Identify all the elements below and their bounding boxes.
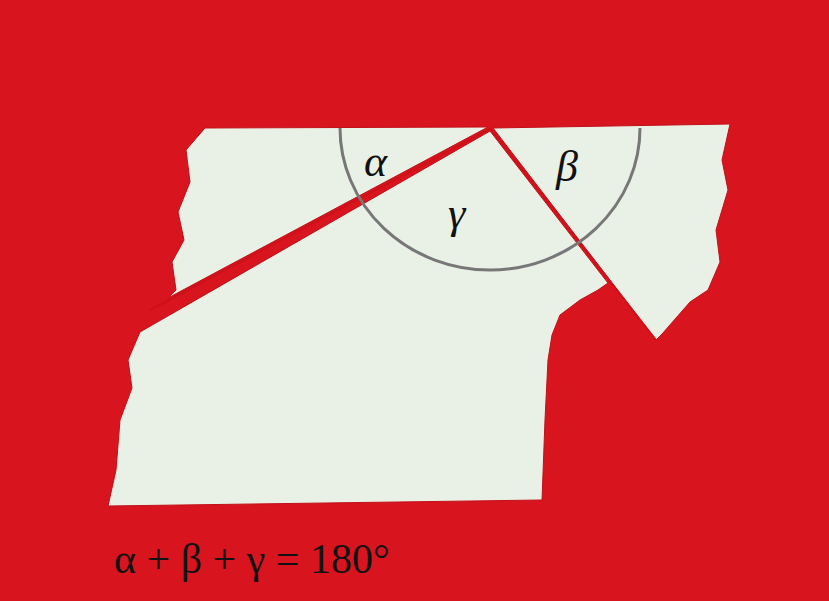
angle-arc bbox=[340, 128, 640, 270]
paper-piece bbox=[493, 124, 730, 340]
equation-caption: α + β + γ = 180° bbox=[114, 538, 390, 580]
angle-label: α bbox=[364, 140, 387, 184]
cut-line bbox=[491, 129, 656, 340]
paper-piece bbox=[108, 131, 608, 506]
cut-line bbox=[150, 129, 490, 310]
angle-label: γ bbox=[448, 192, 465, 236]
angle-label: β bbox=[556, 145, 578, 189]
